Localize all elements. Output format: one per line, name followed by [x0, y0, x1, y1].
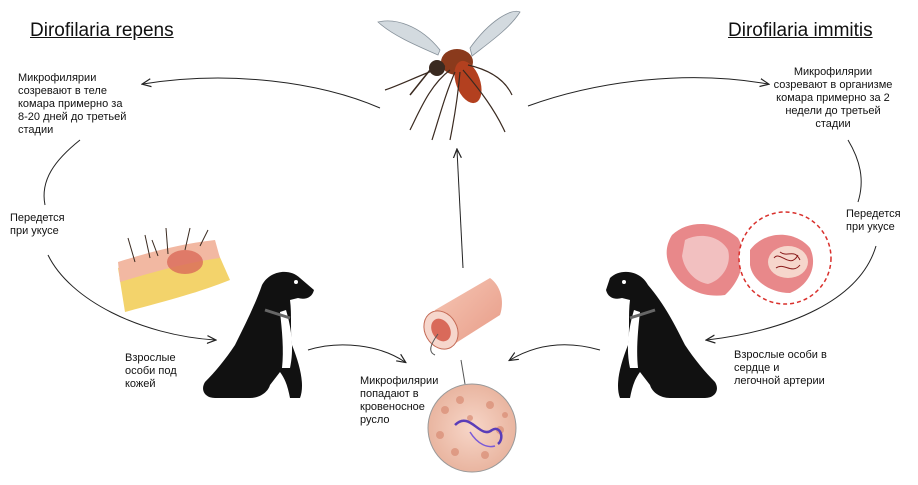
blood-vessel-icon — [423, 278, 502, 356]
label-bloodstream: Микрофилярии попадают в кровеносное русл… — [360, 375, 439, 426]
microscope-blood-icon — [427, 359, 517, 473]
label-right-transmission: Передется при укусе — [846, 208, 901, 233]
label-left-transmission: Передется при укусе — [10, 212, 65, 237]
title-dirofilaria-immitis: Dirofilaria immitis — [728, 20, 873, 41]
label-right-maturation: Микрофилярии созревают в организме комар… — [773, 66, 893, 130]
arrow-transmission-to-left-dog — [47, 254, 215, 340]
label-right-adults: Взрослые особи в сердце и легочной артер… — [734, 349, 827, 387]
arrow-vessel-to-mosquito — [457, 150, 464, 269]
skin-icon — [118, 227, 230, 312]
arrow-right-text-to-transmission — [847, 139, 862, 203]
arrow-left-text-to-transmission — [43, 139, 81, 206]
arrow-mosquito-to-right-text — [527, 77, 768, 107]
arrow-mosquito-to-left-text — [143, 77, 381, 109]
arrow-right-dog-to-vessel — [510, 344, 601, 360]
dog-right-icon — [606, 271, 717, 398]
heart-icon — [666, 223, 743, 296]
heart-cross-section-icon — [738, 211, 832, 305]
label-left-adults: Взрослые особи под кожей — [125, 352, 177, 390]
arrow-transmission-to-right-dog — [707, 245, 877, 340]
arrow-left-dog-to-vessel — [307, 344, 405, 362]
cycle-arrows — [43, 77, 877, 362]
title-dirofilaria-repens: Dirofilaria repens — [30, 20, 174, 41]
mosquito-icon — [377, 10, 521, 141]
dog-left-icon — [203, 271, 314, 398]
label-left-maturation: Микрофилярии созревают в теле комара при… — [18, 72, 127, 136]
